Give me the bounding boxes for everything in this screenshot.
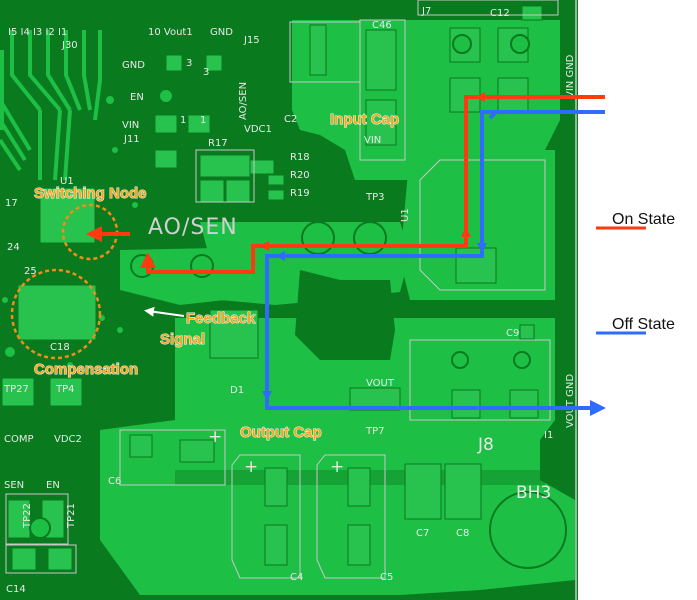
vdc2-label: VDC2	[54, 434, 82, 445]
c18-label: C18	[50, 342, 70, 353]
vin-gnd-label: VIN GND	[565, 54, 576, 98]
sen-label: SEN	[4, 480, 24, 491]
plus-sign-a: +	[208, 427, 222, 447]
tp3-label: TP3	[365, 192, 385, 203]
c9-label: C9	[506, 328, 519, 339]
pin-25-label: 25	[24, 266, 37, 277]
i1-label: I1	[544, 430, 553, 441]
output-copper-plane	[100, 318, 575, 595]
j30-label: J30	[61, 40, 78, 51]
c7-label: C7	[416, 528, 429, 539]
tp21-label: TP21	[66, 503, 77, 529]
tp22-label: TP22	[22, 503, 33, 529]
ten-vout-label: 10 Vout1	[148, 27, 193, 38]
u1-inductor-label: U1	[400, 208, 411, 222]
r20-label: R20	[290, 170, 310, 181]
u-chip-label: U1	[60, 176, 74, 187]
comp-label: COMP	[4, 434, 34, 445]
switching-node-callout: Switching Node	[34, 185, 147, 202]
feedback-arrow	[144, 306, 185, 317]
feedback-callout-line2: Signal	[160, 331, 205, 348]
output-cap-callout: Output Cap	[240, 424, 322, 441]
pin-one-a: 1	[180, 115, 186, 126]
pin-one-b: 1	[200, 115, 206, 126]
vin-copper-plane	[292, 20, 560, 180]
compensation-highlight	[10, 268, 102, 360]
d1-label: D1	[230, 385, 244, 396]
pin-17-label: 17	[5, 198, 18, 209]
c6-label: C6	[108, 476, 121, 487]
legend: On State Off State	[596, 211, 675, 335]
j8-label: J8	[477, 435, 494, 455]
c46-label: C46	[372, 20, 392, 31]
off-state-arrow-entry	[488, 110, 498, 120]
pin-24-label: 24	[7, 242, 20, 253]
r17-label: R17	[208, 138, 228, 149]
pin-three-a: 3	[186, 58, 192, 69]
on-state-current-path	[140, 95, 605, 274]
c14-label: C14	[6, 584, 26, 595]
legend-on-state-label: On State	[612, 211, 675, 228]
c4-label: C4	[290, 572, 303, 583]
pads	[1, 5, 543, 571]
inductor-pad-right	[400, 150, 555, 300]
en-label: EN	[130, 92, 144, 103]
j15-label: J15	[243, 35, 260, 46]
c5-label: C5	[380, 572, 393, 583]
j11-label: J11	[123, 134, 140, 145]
gnd-left-label: GND	[122, 60, 145, 71]
ao-sen-big-label: AO/SEN	[148, 215, 238, 240]
bh3-label: BH3	[516, 483, 551, 503]
vout-label: VOUT	[366, 378, 395, 389]
plus-sign-b: +	[244, 457, 258, 477]
en-bottom-label: EN	[46, 480, 60, 491]
vout-gnd-label: VOUT GND	[565, 374, 576, 428]
silkscreen-text: I5 I4 I3 I2 I1 J30 10 Vout1 GND J15 GND …	[3, 6, 576, 595]
r19-label: R19	[290, 188, 310, 199]
gnd-top-label: GND	[210, 27, 233, 38]
c2-label: C2	[284, 114, 297, 125]
silkscreen-outlines	[5, 0, 559, 579]
vin-center-label: VIN	[364, 135, 381, 146]
pin-three-b: 3	[203, 67, 209, 78]
r18-label: R18	[290, 152, 310, 163]
vdc1-label: VDC1	[244, 124, 272, 135]
ao-sen-vertical-label: AO/SEN	[238, 82, 249, 120]
compensation-callout: Compensation	[34, 361, 138, 378]
tp4-label: TP4	[55, 384, 75, 395]
tp7-label: TP7	[365, 426, 385, 437]
pin-labels: I5 I4 I3 I2 I1	[8, 27, 67, 38]
signal-traces-top-left	[0, 30, 102, 181]
off-state-current-path	[265, 110, 606, 416]
vin-left-label: VIN	[122, 120, 139, 131]
input-cap-callout: Input Cap	[330, 111, 399, 128]
plus-sign-c: +	[330, 457, 344, 477]
c12-label: C12	[490, 8, 510, 19]
j7-label: J7	[421, 6, 431, 17]
legend-off-state-label: Off State	[612, 316, 675, 333]
feedback-callout-line1: Feedback	[186, 310, 256, 327]
tp27-label: TP27	[3, 384, 29, 395]
c8-label: C8	[456, 528, 469, 539]
